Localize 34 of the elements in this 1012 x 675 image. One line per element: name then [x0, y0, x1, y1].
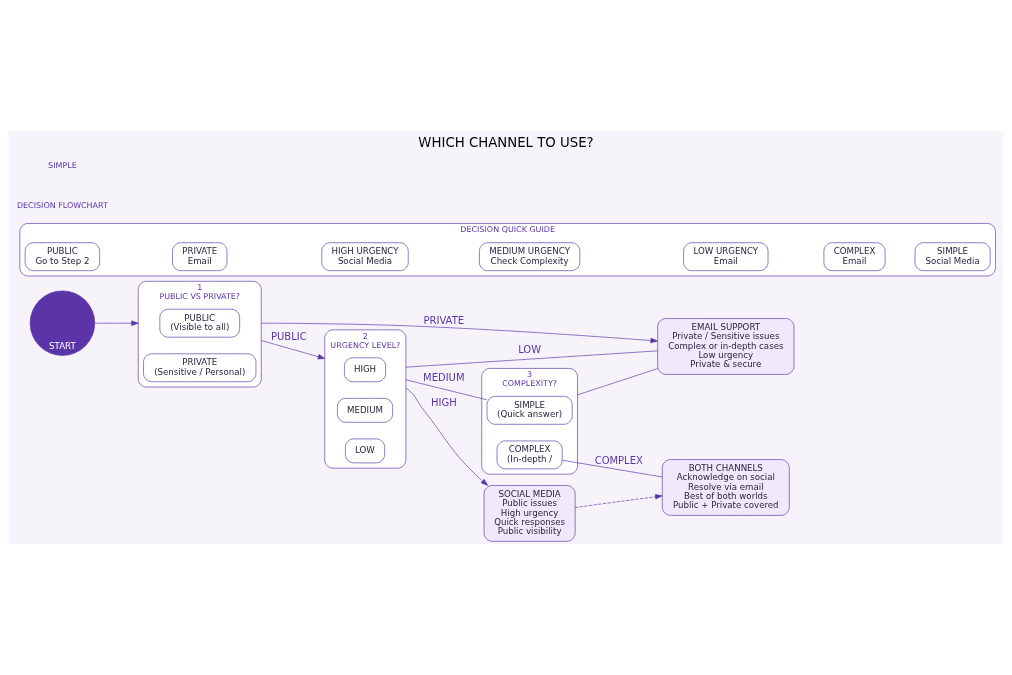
arrow — [405, 387, 489, 486]
edge-label: PUBLIC — [271, 331, 307, 343]
connector — [577, 368, 658, 396]
node-box: HIGH — [344, 357, 386, 383]
edge-label: COMPLEX — [594, 454, 643, 466]
node-box: HIGH URGENCY Social Media — [321, 242, 409, 271]
diagram-title: WHICH CHANNEL TO USE? — [418, 134, 594, 150]
connector — [405, 379, 488, 401]
connector — [561, 459, 663, 478]
node-box: PRIVATE Email — [172, 242, 228, 271]
node-box: SIMPLE Social Media — [914, 242, 991, 271]
node-box: EMAIL SUPPORT Private / Sensitive issues Complex or in-depth cases Low urgency Private & secure — [657, 318, 795, 375]
edge-label: LOW — [518, 344, 542, 356]
node-box: MEDIUM URGENCY Check Complexity — [479, 242, 581, 271]
node-box: LOW URGENCY Email — [683, 242, 769, 271]
arrow — [94, 320, 139, 326]
node-box: COMPLEX Email — [823, 242, 886, 271]
arrow — [260, 322, 658, 344]
node-box: PRIVATE (Sensitive / Personal) — [143, 353, 257, 383]
node-box: SIMPLE (Quick answer) — [486, 396, 573, 425]
node-box: PUBLIC Go to Step 2 — [24, 242, 100, 271]
node-box: MEDIUM — [337, 398, 393, 423]
connector — [405, 350, 658, 368]
edge-label: MEDIUM — [423, 372, 465, 384]
node-box: COMPLEX (In-depth / — [496, 440, 563, 470]
arrow — [260, 340, 326, 360]
node-box: SOCIAL MEDIA Public issues High urgency Quick responses Public visibility — [483, 485, 576, 542]
edge-label: HIGH — [430, 396, 457, 408]
arrow — [574, 494, 663, 508]
node-box: PUBLIC (Visible to all) — [159, 308, 240, 338]
node-box: BOTH CHANNELS Acknowledge on social Resolve via email Best of both worlds Public + Private covered — [661, 459, 790, 516]
edge-label: PRIVATE — [423, 314, 465, 326]
node-circle: START — [29, 290, 96, 356]
node-box: LOW — [345, 438, 385, 464]
